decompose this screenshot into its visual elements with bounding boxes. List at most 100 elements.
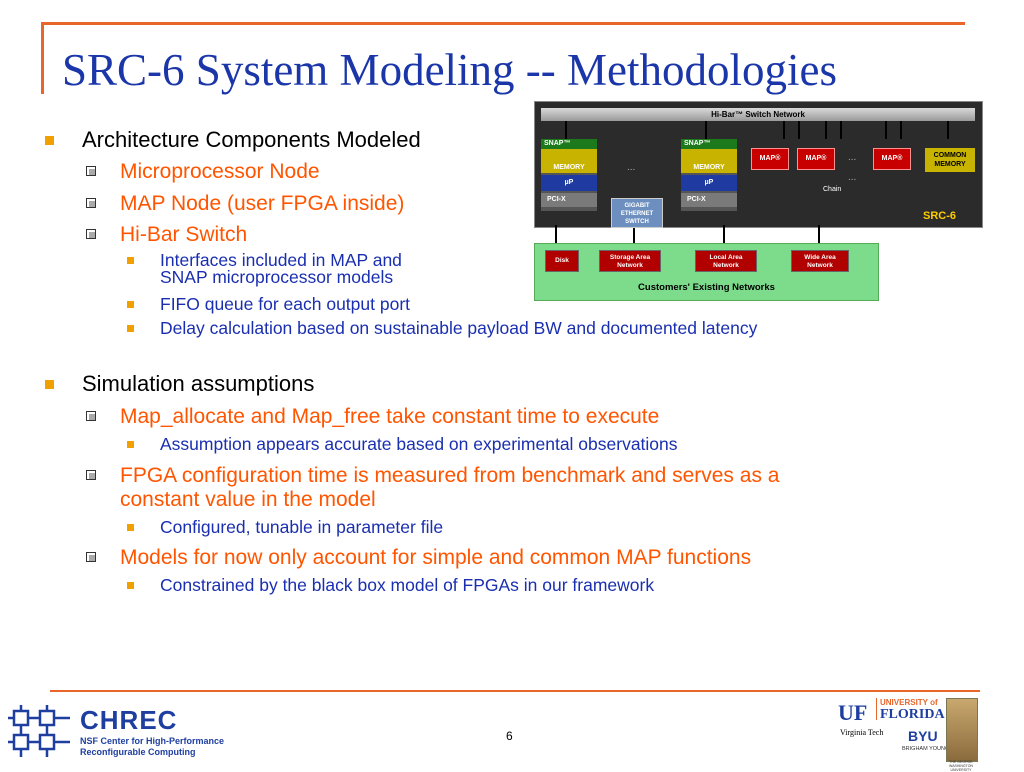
- common-memory-block: COMMON MEMORY: [925, 148, 975, 172]
- hollow-square-bullet-icon: [86, 229, 96, 239]
- chain-label: Chain: [823, 186, 842, 193]
- src6-architecture-diagram: Hi-Bar™ Switch Network SNAP™ MEMORY µP P…: [534, 101, 983, 301]
- bullet-level-2: Microprocessor Node: [86, 160, 320, 183]
- byu-full-name: BRIGHAM YOUNG: [902, 746, 950, 752]
- ellipsis: ...: [848, 172, 857, 183]
- bullet-level-1: Architecture Components Modeled: [45, 127, 421, 152]
- microprocessor-block: µP: [541, 175, 597, 191]
- square-bullet-icon: [127, 257, 134, 264]
- bullet-level-1: Simulation assumptions: [45, 371, 315, 396]
- hibar-switch-network: Hi-Bar™ Switch Network: [541, 108, 975, 121]
- chrec-logo: CHREC NSF Center for High-Performance Re…: [8, 703, 228, 759]
- gigabit-ethernet-switch: GIGABIT ETHERNET SWITCH: [611, 198, 663, 228]
- square-bullet-icon: [127, 582, 134, 589]
- square-bullet-icon: [127, 301, 134, 308]
- bullet-level-2: Models for now only account for simple a…: [86, 546, 752, 569]
- snap-node: SNAP™ MEMORY µP PCI-X: [541, 139, 597, 211]
- bullet-level-3: Interfaces included in MAP and: [127, 250, 402, 270]
- pcix-block: PCI-X: [681, 193, 737, 207]
- square-bullet-icon: [45, 380, 54, 389]
- bullet-text: MAP Node (user FPGA inside): [120, 192, 405, 215]
- link-line: [783, 121, 785, 139]
- bullet-text: FPGA configuration time is measured from…: [120, 464, 780, 487]
- customers-networks-label: Customers' Existing Networks: [638, 282, 775, 293]
- memory-block: MEMORY: [681, 149, 737, 173]
- gw-portrait: [946, 698, 978, 762]
- link-line: [798, 121, 800, 139]
- link-line: [900, 121, 902, 139]
- bullet-level-3: FIFO queue for each output port: [127, 294, 411, 314]
- bullet-text: Configured, tunable in parameter file: [160, 517, 444, 537]
- bullet-level-2: Hi-Bar Switch: [86, 223, 248, 246]
- bullet-text: Microprocessor Node: [120, 160, 320, 183]
- network-connector-lines: [555, 225, 820, 243]
- pcix-block: PCI-X: [541, 193, 597, 207]
- virginia-tech-logo: Virginia Tech: [840, 728, 884, 737]
- uf-florida: FLORIDA: [880, 707, 945, 722]
- link-line: [885, 121, 887, 139]
- storage-area-network-block: Storage Area Network: [599, 250, 661, 272]
- wide-area-network-block: Wide Area Network: [791, 250, 849, 272]
- uf-university: UNIVERSITY of: [880, 698, 938, 707]
- bullet-text: Assumption appears accurate based on exp…: [160, 434, 678, 454]
- square-bullet-icon: [127, 524, 134, 531]
- bullet-level-2: FPGA configuration time is measured from…: [86, 464, 780, 487]
- bullet-level-2: MAP Node (user FPGA inside): [86, 192, 405, 215]
- customers-networks-box: Disk Storage Area Network Local Area Net…: [534, 243, 879, 301]
- bullet-text: Architecture Components Modeled: [82, 127, 421, 152]
- map-node: MAP®: [797, 148, 835, 170]
- bullet-level-3: Delay calculation based on sustainable p…: [127, 318, 758, 338]
- hollow-square-bullet-icon: [86, 411, 96, 421]
- bullet-text: Simulation assumptions: [82, 371, 315, 396]
- top-accent-rule: [41, 22, 965, 25]
- square-bullet-icon: [45, 136, 54, 145]
- page-number: 6: [506, 729, 513, 743]
- map-node: MAP®: [751, 148, 789, 170]
- disk-block: Disk: [545, 250, 579, 272]
- bullet-text: Hi-Bar Switch: [120, 223, 248, 246]
- square-bullet-icon: [127, 325, 134, 332]
- src6-system-box: Hi-Bar™ Switch Network SNAP™ MEMORY µP P…: [534, 101, 983, 228]
- left-accent-rule: [41, 22, 44, 94]
- footer-rule: [50, 690, 980, 692]
- link-line: [705, 121, 707, 139]
- hollow-square-bullet-icon: [86, 166, 96, 176]
- snap-label: SNAP™: [681, 139, 737, 149]
- bullet-level-3: Configured, tunable in parameter file: [127, 517, 444, 537]
- link-line: [825, 121, 827, 139]
- bullet-level-2: Map_allocate and Map_free take constant …: [86, 405, 660, 428]
- snap-label: SNAP™: [541, 139, 597, 149]
- chrec-wordmark: CHREC: [80, 705, 178, 735]
- bullet-level-3: Assumption appears accurate based on exp…: [127, 434, 678, 454]
- ellipsis: ...: [627, 162, 636, 173]
- bullet-text: Models for now only account for simple a…: [120, 546, 752, 569]
- bullet-level-3: Constrained by the black box model of FP…: [127, 575, 655, 595]
- bullet-text: FIFO queue for each output port: [160, 294, 411, 314]
- microprocessor-block: µP: [681, 175, 737, 191]
- chrec-tagline-2: Reconfigurable Computing: [80, 747, 196, 757]
- local-area-network-block: Local Area Network: [695, 250, 757, 272]
- link-line: [840, 121, 842, 139]
- hollow-square-bullet-icon: [86, 552, 96, 562]
- bullet-text: constant value in the model: [120, 488, 376, 511]
- bullet-text: Delay calculation based on sustainable p…: [160, 318, 758, 338]
- gw-name: THE GEORGE WASHINGTON UNIVERSITY: [949, 760, 973, 772]
- chrec-tagline-1: NSF Center for High-Performance: [80, 736, 225, 746]
- bullet-text: Interfaces included in MAP and: [160, 250, 402, 270]
- bullet-text: Constrained by the black box model of FP…: [160, 575, 655, 595]
- ellipsis: ...: [848, 152, 857, 163]
- src6-label: SRC-6: [923, 210, 957, 222]
- bullet-text: Map_allocate and Map_free take constant …: [120, 405, 660, 428]
- bullet-text: SNAP microprocessor models: [160, 267, 394, 287]
- memory-block: MEMORY: [541, 149, 597, 173]
- map-node: MAP®: [873, 148, 911, 170]
- hollow-square-bullet-icon: [86, 198, 96, 208]
- snap-node: SNAP™ MEMORY µP PCI-X: [681, 139, 737, 211]
- hollow-square-bullet-icon: [86, 470, 96, 480]
- link-line: [565, 121, 567, 139]
- link-line: [947, 121, 949, 139]
- byu-logo: BYU: [908, 728, 938, 744]
- bullet-level-3: SNAP microprocessor models: [160, 267, 394, 287]
- university-logos: UF UNIVERSITY of FLORIDA Virginia Tech B…: [838, 698, 978, 772]
